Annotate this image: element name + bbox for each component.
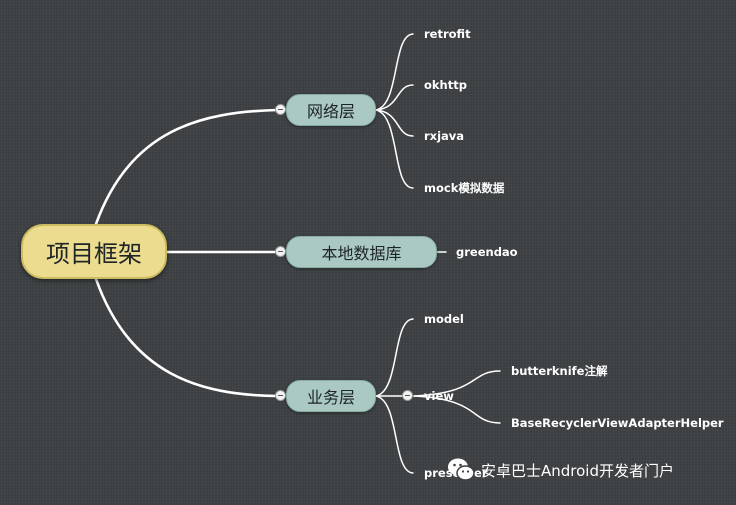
- leaf-greendao[interactable]: greendao: [456, 245, 518, 259]
- root-label: 项目框架: [46, 240, 142, 268]
- leaf-rxjava[interactable]: rxjava: [424, 129, 465, 143]
- leaf-butterknife[interactable]: butterknife注解: [511, 364, 608, 378]
- leaf-mock-data[interactable]: mock模拟数据: [424, 181, 505, 195]
- link-network-rxjava: [375, 109, 414, 137]
- link-business-presenter: [375, 395, 414, 474]
- collapse-toggle-localdb[interactable]: [275, 246, 286, 257]
- leaf-adapter-helper[interactable]: BaseRecyclerViewAdapterHelper: [511, 416, 724, 430]
- link-network-retrofit: [375, 33, 414, 111]
- branch-node-business[interactable]: 业务层: [286, 380, 376, 412]
- link-network-mock: [375, 109, 414, 189]
- leaf-model[interactable]: model: [424, 312, 464, 326]
- collapse-toggle-network[interactable]: [275, 104, 286, 115]
- link-root-network: [94, 108, 279, 226]
- link-root-business: [94, 277, 279, 398]
- link-view-butterknife: [413, 370, 501, 397]
- branch-node-network[interactable]: 网络层: [286, 94, 376, 126]
- leaf-okhttp[interactable]: okhttp: [424, 78, 467, 92]
- leaf-retrofit[interactable]: retrofit: [424, 27, 471, 41]
- collapse-toggle-view[interactable]: [402, 390, 413, 401]
- branch-label: 业务层: [306, 388, 355, 407]
- wechat-icon: [448, 458, 475, 481]
- watermark: 安卓巴士Android开发者门户: [447, 457, 674, 483]
- root-node[interactable]: 项目框架: [21, 224, 167, 279]
- branch-node-localdb[interactable]: 本地数据库: [286, 236, 437, 268]
- link-view-adapterhelper: [413, 395, 501, 424]
- collapse-toggle-business[interactable]: [275, 390, 286, 401]
- leaf-view[interactable]: view: [424, 389, 454, 403]
- link-network-okhttp: [375, 84, 414, 111]
- branch-label: 网络层: [306, 102, 355, 121]
- branch-label: 本地数据库: [321, 244, 402, 263]
- link-business-model: [375, 318, 414, 397]
- watermark-text: 安卓巴士Android开发者门户: [481, 461, 674, 480]
